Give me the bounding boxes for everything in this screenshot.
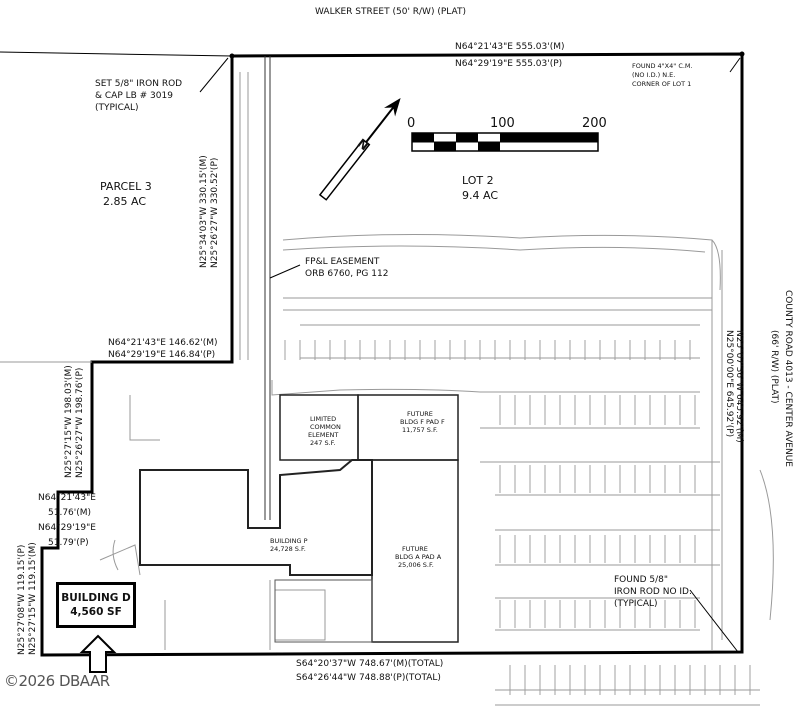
west-low-bearing-p: N25°27'08"W 119.15'(P) (17, 545, 27, 655)
west-upper-bearing-p: N25°26'27"W 330.52'(P) (210, 158, 220, 268)
building-d-title: BUILDING D (61, 592, 131, 604)
found-rod-leader (689, 589, 739, 653)
south-bearing-p: S64°26'44"W 748.88'(P)(TOTAL) (296, 673, 441, 683)
scale-tick-200: 200 (582, 116, 607, 131)
iron-rod-leader (199, 57, 229, 93)
lot2-area: 9.4 AC (462, 189, 498, 202)
cm-leader (729, 57, 741, 73)
west-low-bearing-m: N25°27'15"W 119.15'(M) (28, 542, 38, 655)
west-mid-bearing-p: N25°26'27"W 198.76'(P) (75, 368, 85, 478)
pad-a-label-3: 25,006 S.F. (398, 561, 434, 569)
building-d-arrow (79, 634, 117, 673)
building-p-label-2: 24,728 S.F. (270, 545, 306, 553)
building-p-label-1: BUILDING P (270, 537, 308, 545)
lce-label-3: ELEMENT (308, 431, 338, 439)
lce-label-4: 247 S.F. (310, 439, 335, 447)
easement-leader (269, 264, 301, 279)
lce-label-2: COMMON (310, 423, 341, 431)
building-p-outline (139, 459, 373, 576)
east-bearing-p: N25°00'00"E 645.92'(P) (724, 330, 734, 437)
south-bearing-m: S64°20'37"W 748.67'(M)(TOTAL) (296, 659, 443, 669)
jog-bearing-4: 51.79'(P) (48, 538, 89, 548)
found-rod-note-1: FOUND 5/8" (614, 575, 668, 585)
pad-f-label-3: 11,757 S.F. (402, 426, 438, 434)
county-road-label-2: (66' R/W) (PLAT) (769, 330, 779, 403)
mid-bearing-p: N64°29'19"E 146.84'(P) (108, 350, 215, 360)
building-d-callout: BUILDING D 4,560 SF (56, 582, 136, 628)
scale-tick-0: 0 (407, 116, 415, 131)
north-bearing-p: N64°29'19"E 555.03'(P) (455, 59, 562, 69)
south-lot-outline (274, 579, 373, 643)
found-rod-note-3: (TYPICAL) (614, 599, 658, 609)
lot2-name: LOT 2 (462, 174, 494, 187)
parking-stalls (284, 340, 751, 695)
parcel3-name: PARCEL 3 (100, 180, 152, 193)
nw-corner-marker (229, 53, 235, 59)
ne-corner-marker (739, 51, 745, 57)
pad-a-label-2: BLDG A PAD A (395, 553, 442, 561)
iron-rod-note-2: & CAP LB # 3019 (95, 91, 173, 101)
found-rod-note-2: IRON ROD NO ID. (614, 587, 692, 597)
east-bearing-m: N25°07'36"W 645.92'(M) (734, 330, 744, 443)
lce-label-1: LIMITED (310, 415, 336, 423)
easement-note-1: FP&L EASEMENT (305, 257, 380, 267)
pad-a-label-1: FUTURE (402, 545, 428, 553)
jog-bearing-1: N64°21'43"E (38, 493, 96, 503)
west-upper-bearing-m: N25°34'03"W 330.15'(M) (199, 155, 209, 268)
pad-a-outline (371, 459, 459, 643)
pad-f-label-1: FUTURE (407, 410, 433, 418)
mid-bearing-m: N64°21'43"E 146.62'(M) (108, 338, 218, 348)
property-boundary (40, 52, 744, 657)
parcel3-line (0, 51, 233, 57)
cm-note-3: CORNER OF LOT 1 (632, 80, 691, 88)
watermark: ©2026 DBAAR (4, 672, 110, 690)
county-road-label-1: COUNTY ROAD 4013 - CENTER AVENUE (783, 290, 793, 467)
iron-rod-note-1: SET 5/8" IRON ROD (95, 79, 182, 89)
cm-note-2: (NO I.D.) N.E. (632, 71, 675, 79)
jog-bearing-2: 51.76'(M) (48, 508, 91, 518)
scale-bar (411, 132, 599, 152)
north-bearing-m: N64°21'43"E 555.03'(M) (455, 42, 565, 52)
easement-note-2: ORB 6760, PG 112 (305, 269, 388, 279)
building-d-area: 4,560 SF (70, 606, 122, 618)
pad-f-label-2: BLDG F PAD F (400, 418, 445, 426)
parcel3-area: 2.85 AC (103, 195, 146, 208)
walker-street-label: WALKER STREET (50' R/W) (PLAT) (315, 7, 466, 17)
west-mid-bearing-m: N25°27'15"W 198.03'(M) (64, 365, 74, 478)
north-arrow: N (318, 97, 401, 201)
easement-line (264, 56, 271, 520)
iron-rod-note-3: (TYPICAL) (95, 103, 139, 113)
scale-tick-100: 100 (490, 116, 515, 131)
parking-layout (99, 72, 774, 706)
jog-bearing-3: N64°29'19"E (38, 523, 96, 533)
cm-note-1: FOUND 4"X4" C.M. (632, 62, 693, 70)
